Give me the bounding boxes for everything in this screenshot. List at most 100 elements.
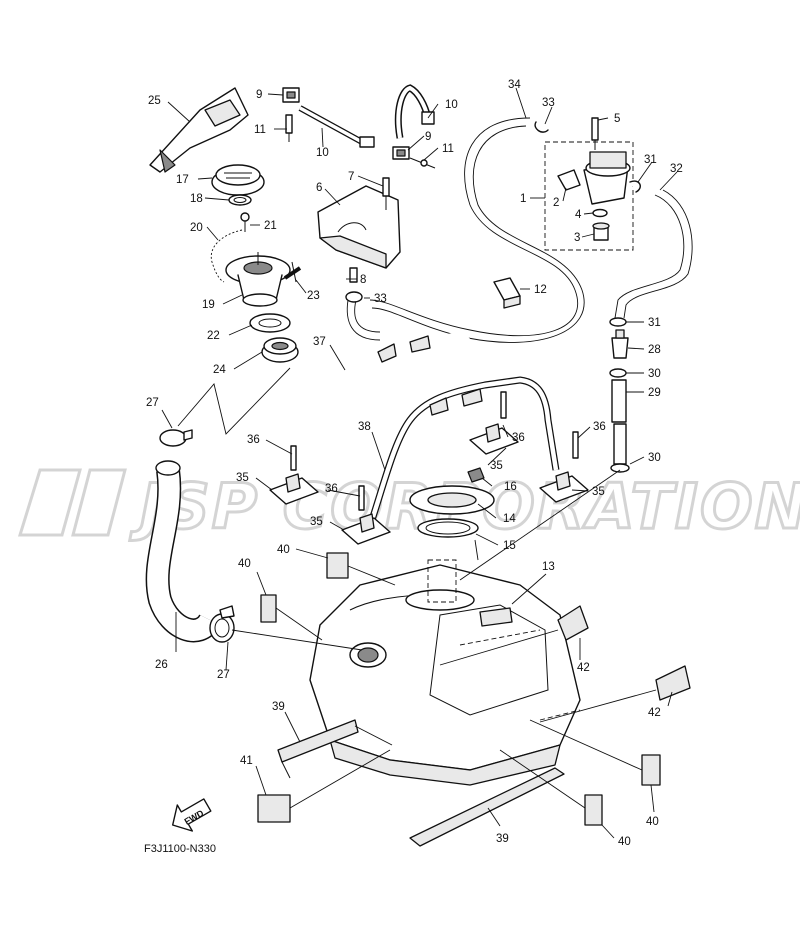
part-31-clamp-top [629,180,641,193]
hose-lines [346,117,693,343]
part-18-gasket [228,194,252,206]
part-33-clamp-top [534,121,549,133]
callout-33: 33 [374,293,387,305]
part-3-plug [592,222,610,241]
part-12-bracket [493,277,521,309]
callout-28: 28 [648,344,661,356]
callout-23: 23 [307,290,320,302]
fwd-arrow-icon: FWD [171,798,212,832]
part-37-strap [297,332,491,471]
part-15-gasket [417,518,479,538]
part-30-clamp-lower [610,463,630,473]
callout-3: 3 [574,232,580,244]
part-36-bolt-a [290,445,297,471]
pump-assembly-box [544,141,634,251]
part-23-clamp [283,261,302,283]
part-20-chain [210,229,243,283]
part-27-clamp-lower [209,605,235,643]
callout-20: 20 [190,222,203,234]
callout-40: 40 [646,816,659,828]
part-36-bolt-c [500,391,507,419]
callout-36: 36 [247,434,260,446]
part-9-clip-left [282,87,300,103]
part-10-cable-tie-left [298,105,375,148]
callout-42: 42 [577,662,590,674]
part-40-pad-c [641,754,661,786]
part-24-nut [261,337,299,363]
part-35-pad-d [539,471,589,503]
part-16-nut [467,467,485,483]
callout-10: 10 [445,99,458,111]
callout-15: 15 [503,540,516,552]
callout-36: 36 [325,483,338,495]
callout-21: 21 [264,220,277,232]
callout-9: 9 [256,89,262,101]
callout-11: 11 [442,143,454,155]
callout-27: 27 [217,669,230,681]
callout-35: 35 [490,460,503,472]
part-22-gasket [249,313,291,333]
part-33-clamp-left [345,291,363,303]
callout-14: 14 [503,513,516,525]
part-42-pad-a [557,605,589,641]
callout-26: 26 [155,659,168,671]
callout-39: 39 [272,701,285,713]
callout-36: 36 [593,421,606,433]
leader-lines [161,87,678,839]
callout-12: 12 [534,284,547,296]
callout-40: 40 [238,558,251,570]
callout-40: 40 [277,544,290,556]
callout-16: 16 [504,481,517,493]
part-6-cover [317,185,401,269]
watermark: JSP CORPORATION [17,468,800,545]
callout-30: 30 [648,368,661,380]
callout-11: 11 [254,124,266,136]
part-42-pad-b [655,665,691,701]
part-11-rivet-right [409,157,436,169]
part-1-filter-body [583,151,631,205]
part-35-pad-a [269,473,319,505]
part-26-filler-hose [145,460,221,643]
part-31-clamp-right [609,317,627,327]
part-39-strip-b [409,767,565,847]
callout-22: 22 [207,330,220,342]
part-35-pad-c [469,423,519,455]
callout-19: 19 [202,299,215,311]
part-8-bolt [349,267,358,283]
diagram-code: F3J1100-N330 [144,843,216,855]
part-40-pad-a [326,552,349,579]
part-25-shield [149,87,249,173]
part-4-o-ring [592,208,608,218]
callout-27: 27 [146,397,159,409]
callout-24: 24 [213,364,226,376]
part-17-fuel-cap [211,164,265,196]
callout-36: 36 [512,432,525,444]
callout-35: 35 [236,472,249,484]
part-28-check-valve [611,329,629,359]
part-41-pad [257,794,291,823]
callout-35: 35 [592,486,605,498]
part-29-hose [611,379,627,465]
callout-37: 37 [313,336,326,348]
part-14-ring [409,485,495,515]
callout-31: 31 [644,154,657,166]
part-21-screw [240,212,250,232]
callout-4: 4 [575,209,582,221]
callout-32: 32 [670,163,683,175]
callout-40: 40 [618,836,631,848]
callout-9: 9 [425,131,431,143]
callout-34: 34 [508,79,521,91]
part-38-strap [368,376,560,522]
callout-35: 35 [310,516,323,528]
callout-18: 18 [190,193,203,205]
callout-33: 33 [542,97,555,109]
part-7-bolt [382,177,390,210]
callout-30: 30 [648,452,661,464]
callout-29: 29 [648,387,661,399]
part-36-bolt-b [358,485,365,511]
callout-10: 10 [316,147,329,159]
callout-7: 7 [348,171,354,183]
part-30-clamp-upper [609,368,627,378]
callout-2: 2 [553,197,559,209]
